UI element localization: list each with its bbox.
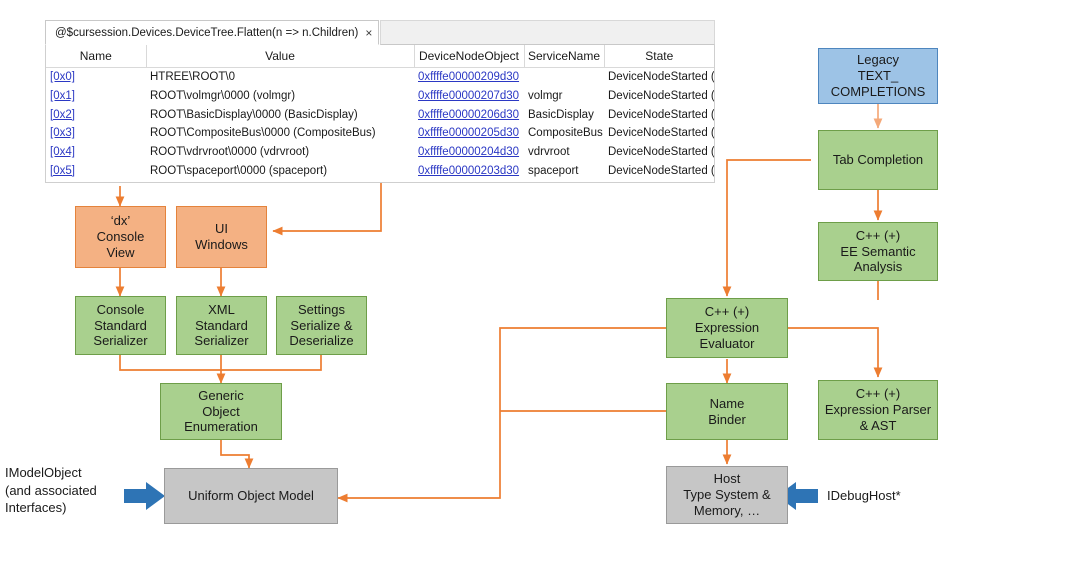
- cell-state: DeviceNodeStarted (776): [608, 71, 714, 84]
- link-row-index[interactable]: [0x5]: [50, 164, 75, 177]
- link-device-node-object[interactable]: 0xffffe00000205d30: [418, 127, 520, 140]
- cell-state: DeviceNodeStarted (776): [608, 90, 714, 103]
- link-row-index[interactable]: [0x4]: [50, 146, 75, 159]
- cell-device-node-object: 0xffffe00000204d30: [414, 143, 524, 162]
- table-header-row: Name Value DeviceNodeObject ServiceName …: [46, 45, 714, 68]
- cell-service-name: CompositeBus: [528, 127, 603, 140]
- cell-value: HTREE\ROOT\0: [150, 71, 235, 84]
- cell-value: ROOT\volmgr\0000 (volmgr): [150, 90, 296, 103]
- node-expression-evaluator[interactable]: C++ (+) Expression Evaluator: [666, 298, 788, 358]
- cell-name: [0x4]: [46, 143, 146, 162]
- node-settings-serialize-deserialize[interactable]: Settings Serialize & Deserialize: [276, 296, 367, 355]
- cell-name: [0x1]: [46, 87, 146, 106]
- cell-state: DeviceNodeStarted (776): [608, 146, 714, 159]
- device-node-table: Name Value DeviceNodeObject ServiceName …: [46, 45, 714, 180]
- node-generic-object-enumeration[interactable]: Generic Object Enumeration: [160, 383, 282, 440]
- node-expression-parser-ast[interactable]: C++ (+) Expression Parser & AST: [818, 380, 938, 440]
- cell-service-name: vdrvroot: [528, 146, 570, 159]
- cell-name: [0x3]: [46, 124, 146, 143]
- table-row[interactable]: [0x4] ROOT\vdrvroot\0000 (vdrvroot) 0xffff…: [46, 143, 714, 162]
- table-row[interactable]: [0x1] ROOT\volmgr\0000 (volmgr) 0xffffe000…: [46, 87, 714, 106]
- cell-name: [0x5]: [46, 161, 146, 180]
- cell-device-node-object: 0xffffe00000203d30: [414, 161, 524, 180]
- cell-name: [0x2]: [46, 105, 146, 124]
- node-ui-windows[interactable]: UI Windows: [176, 206, 267, 268]
- column-header-state[interactable]: State: [604, 45, 714, 68]
- column-header-name[interactable]: Name: [46, 45, 147, 68]
- data-grid[interactable]: Name Value DeviceNodeObject ServiceName …: [45, 45, 715, 183]
- cell-state: DeviceNodeStarted (776): [608, 127, 714, 140]
- cell-value: ROOT\BasicDisplay\0000 (BasicDisplay): [150, 108, 358, 121]
- node-name-binder[interactable]: Name Binder: [666, 383, 788, 440]
- cell-name: [0x0]: [46, 68, 146, 87]
- link-device-node-object[interactable]: 0xffffe00000206d30: [418, 108, 520, 121]
- column-header-devicenodeobject[interactable]: DeviceNodeObject: [414, 45, 525, 68]
- cell-device-node-object: 0xffffe00000206d30: [414, 105, 524, 124]
- cell-device-node-object: 0xffffe00000207d30: [414, 87, 524, 106]
- table-row[interactable]: [0x5] ROOT\spaceport\0000 (spaceport) 0xff…: [46, 161, 714, 180]
- node-ee-semantic-analysis[interactable]: C++ (+) EE Semantic Analysis: [818, 222, 938, 281]
- cell-service-name: spaceport: [528, 164, 579, 177]
- tab-label: @$cursession.Devices.DeviceTree.Flatten(…: [55, 26, 359, 39]
- table-row[interactable]: [0x3] ROOT\CompositeBus\0000 (CompositeBu…: [46, 124, 714, 143]
- node-console-standard-serializer[interactable]: Console Standard Serializer: [75, 296, 166, 355]
- link-row-index[interactable]: [0x1]: [50, 90, 75, 103]
- node-host-type-system[interactable]: Host Type System & Memory, …: [666, 466, 788, 524]
- cell-value: ROOT\spaceport\0000 (spaceport): [150, 164, 328, 177]
- cell-service-name: BasicDisplay: [528, 108, 594, 121]
- link-device-node-object[interactable]: 0xffffe00000203d30: [418, 164, 520, 177]
- cell-device-node-object: 0xffffe00000205d30: [414, 124, 524, 143]
- cell-value: ROOT\vdrvroot\0000 (vdrvroot): [150, 146, 310, 159]
- link-row-index[interactable]: [0x3]: [50, 127, 75, 140]
- cell-device-node-object: 0xffffe00000209d30: [414, 68, 524, 87]
- link-device-node-object[interactable]: 0xffffe00000204d30: [418, 146, 520, 159]
- tab-strip: @$cursession.Devices.DeviceTree.Flatten(…: [45, 20, 715, 46]
- node-xml-standard-serializer[interactable]: XML Standard Serializer: [176, 296, 267, 355]
- label-imodelobject: IModelObject (and associated Interfaces): [5, 465, 97, 516]
- debugger-data-model-window: @$cursession.Devices.DeviceTree.Flatten(…: [45, 20, 715, 183]
- node-dx-console-view[interactable]: ‘dx’ Console View: [75, 206, 166, 268]
- close-icon[interactable]: ×: [365, 25, 373, 40]
- cell-state: DeviceNodeStarted (776): [608, 108, 714, 121]
- node-uniform-object-model[interactable]: Uniform Object Model: [164, 468, 338, 524]
- tab-devicetree-flatten[interactable]: @$cursession.Devices.DeviceTree.Flatten(…: [45, 20, 380, 45]
- cell-value: ROOT\CompositeBus\0000 (CompositeBus): [150, 127, 376, 140]
- link-row-index[interactable]: [0x2]: [50, 108, 75, 121]
- cell-service-name: volmgr: [528, 90, 563, 103]
- table-row[interactable]: [0x0] HTREE\ROOT\0 0xffffe00000209d30 Devic…: [46, 68, 714, 87]
- link-device-node-object[interactable]: 0xffffe00000207d30: [418, 90, 520, 103]
- table-row[interactable]: [0x2] ROOT\BasicDisplay\0000 (BasicDispla…: [46, 105, 714, 124]
- column-header-servicename[interactable]: ServiceName: [524, 45, 605, 68]
- link-row-index[interactable]: [0x0]: [50, 71, 75, 84]
- cell-state: DeviceNodeStarted (776): [608, 164, 714, 177]
- node-tab-completion[interactable]: Tab Completion: [818, 130, 938, 190]
- node-legacy-text-completions[interactable]: Legacy TEXT_ COMPLETIONS: [818, 48, 938, 104]
- label-idebughost: IDebugHost*: [827, 488, 901, 503]
- tab-strip-empty-area[interactable]: [380, 20, 715, 45]
- link-device-node-object[interactable]: 0xffffe00000209d30: [418, 71, 520, 84]
- column-header-value[interactable]: Value: [146, 45, 415, 68]
